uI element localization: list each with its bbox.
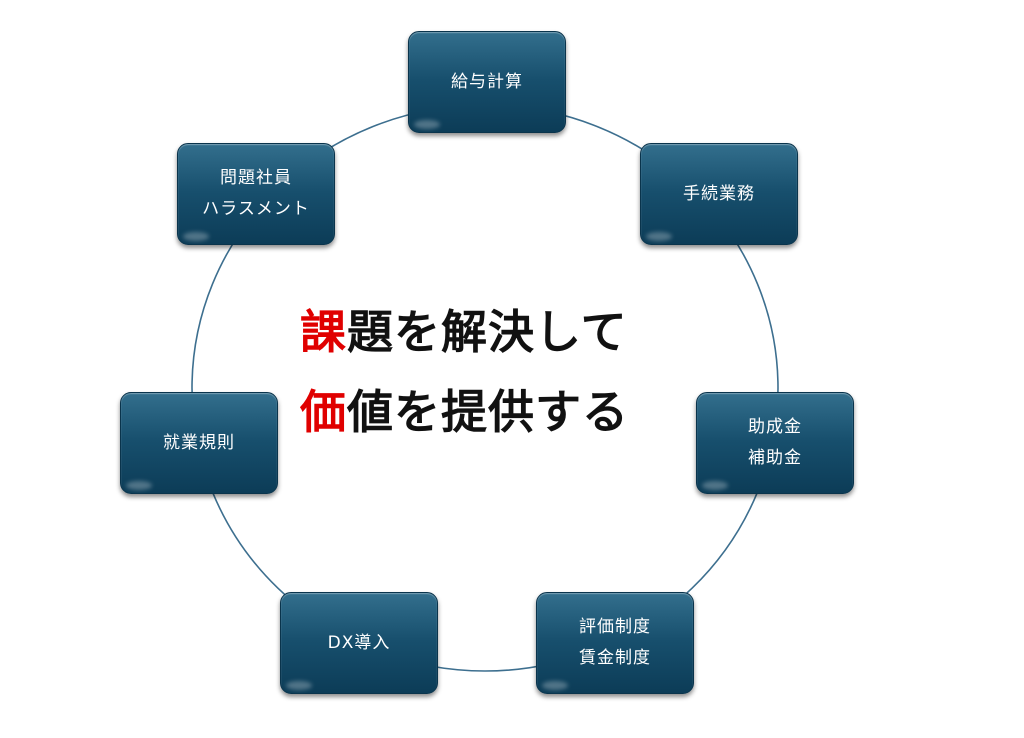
node-problem-staff: 問題社員 ハラスメント bbox=[177, 143, 335, 245]
center-line-1-rest: 題を解決して bbox=[347, 305, 628, 359]
node-evaluation: 評価制度 賃金制度 bbox=[536, 592, 694, 694]
node-payroll: 給与計算 bbox=[408, 31, 566, 133]
node-dx: DX導入 bbox=[280, 592, 438, 694]
node-work-rules-line-1: 就業規則 bbox=[163, 432, 235, 453]
node-dx-line-1: DX導入 bbox=[327, 632, 391, 653]
node-evaluation-line-1: 評価制度 bbox=[579, 617, 651, 637]
node-procedures-line-1: 手続業務 bbox=[683, 183, 755, 204]
node-problem-staff-line-2: ハラスメント bbox=[202, 199, 310, 219]
node-evaluation-line-2: 賃金制度 bbox=[579, 648, 651, 668]
center-line-2-accent: 価 bbox=[300, 385, 347, 439]
node-work-rules: 就業規則 bbox=[120, 392, 278, 494]
center-line-1-accent: 課 bbox=[300, 305, 347, 359]
node-subsidies: 助成金 補助金 bbox=[696, 392, 854, 494]
node-procedures: 手続業務 bbox=[640, 143, 798, 245]
node-subsidies-line-2: 補助金 bbox=[748, 448, 802, 468]
center-line-2-rest: 値を提供する bbox=[347, 385, 629, 439]
node-payroll-line-1: 給与計算 bbox=[451, 71, 523, 92]
center-message: 課題を解決して 価値を提供する bbox=[300, 292, 660, 452]
node-subsidies-line-1: 助成金 bbox=[748, 417, 802, 437]
center-message-line-2: 価値を提供する bbox=[300, 372, 660, 452]
center-message-line-1: 課題を解決して bbox=[300, 292, 660, 372]
node-problem-staff-line-1: 問題社員 bbox=[220, 168, 292, 188]
